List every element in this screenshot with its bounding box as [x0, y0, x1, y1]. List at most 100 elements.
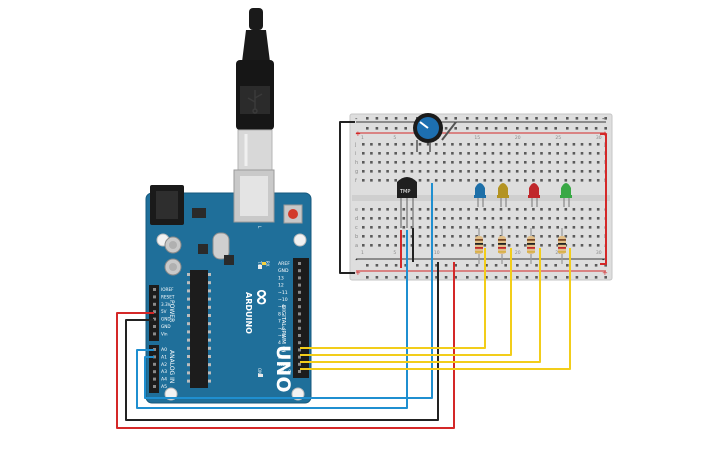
wire-gnd[interactable] [125, 262, 439, 421]
terminal-hole [418, 208, 422, 211]
terminal-hole [394, 235, 397, 238]
power-pin[interactable] [153, 310, 156, 314]
wire-5v[interactable] [116, 262, 455, 429]
digital-pin[interactable] [298, 298, 301, 301]
wire-led-blue[interactable] [300, 248, 486, 349]
digital-pin[interactable] [298, 362, 301, 366]
digital-pin[interactable] [298, 269, 301, 273]
terminal-hole [532, 235, 535, 238]
power-pin[interactable] [153, 332, 156, 336]
digital-pin[interactable] [298, 319, 301, 323]
power-pin-label: RESET [161, 294, 175, 299]
resistor[interactable] [498, 228, 506, 264]
wire-led-yellow[interactable] [300, 248, 512, 356]
terminal-hole [410, 208, 414, 211]
row-letter: a [355, 243, 358, 249]
digital-pin[interactable] [298, 312, 301, 316]
digital-pin-label: GND [278, 268, 289, 274]
row-letter: f [355, 178, 357, 184]
leds [474, 183, 572, 207]
power-pin[interactable] [153, 325, 156, 328]
power-pin-label: 3.3V [161, 302, 171, 307]
analog-pin[interactable] [153, 362, 156, 366]
terminal-hole [499, 226, 503, 229]
digital-pin[interactable] [298, 290, 301, 294]
wire-gnd-rail-link[interactable] [339, 121, 355, 274]
chip-pin [187, 297, 190, 301]
terminal-hole [540, 143, 543, 146]
terminal-hole [402, 217, 406, 220]
chip-pin [208, 289, 211, 293]
terminal-hole [483, 226, 487, 229]
wire-a1[interactable] [144, 183, 433, 399]
rail-hole [566, 276, 569, 279]
rail-hole [375, 117, 379, 120]
digital-pin-label: 13 [278, 275, 284, 281]
terminal-hole [548, 235, 551, 238]
tx-led-label: TX [257, 260, 262, 266]
terminal-hole [459, 208, 462, 211]
resistor[interactable] [475, 228, 483, 264]
rail-hole [466, 117, 469, 120]
terminal-hole [370, 161, 373, 164]
digital-pin[interactable] [298, 305, 301, 309]
terminal-hole [378, 217, 381, 220]
led[interactable] [497, 183, 509, 207]
wire-led-red[interactable] [300, 248, 541, 363]
terminal-hole [524, 143, 527, 146]
digital-pin[interactable] [298, 341, 301, 345]
power-pin[interactable] [153, 302, 156, 306]
digital-pin[interactable] [298, 370, 301, 373]
analog-pin[interactable] [153, 370, 156, 374]
terminal-hole [434, 143, 438, 146]
reset-button[interactable] [288, 209, 298, 219]
rail-hole [425, 276, 429, 279]
resistor[interactable] [527, 228, 535, 264]
column-number: 25 [555, 250, 561, 256]
potentiometer[interactable] [413, 113, 457, 152]
wire-led-green[interactable] [300, 248, 571, 370]
terminal-hole [475, 217, 478, 220]
terminal-hole [410, 217, 414, 220]
terminal-hole [410, 161, 414, 164]
temperature-sensor[interactable]: TMP [397, 177, 417, 228]
power-pin[interactable] [153, 317, 156, 321]
analog-pin[interactable] [153, 348, 156, 351]
analog-pin[interactable] [153, 377, 156, 381]
digital-pin[interactable] [298, 326, 301, 330]
terminal-hole [475, 161, 478, 164]
l-led-label: L [257, 226, 262, 229]
digital-pin[interactable] [298, 348, 301, 352]
row-letter: g [355, 169, 358, 175]
terminal-hole [386, 179, 389, 182]
rail-hole [575, 117, 579, 120]
digital-pin-label: 7 [278, 319, 281, 325]
terminal-hole [491, 170, 495, 173]
rail-hole [544, 264, 548, 267]
digital-pin[interactable] [298, 283, 301, 287]
resistor[interactable] [558, 228, 566, 264]
power-pin[interactable] [153, 288, 156, 291]
terminal-hole [556, 152, 559, 155]
digital-pin[interactable] [298, 276, 301, 280]
terminal-hole [548, 244, 551, 247]
digital-pin[interactable] [298, 355, 301, 359]
terminal-hole [580, 179, 584, 182]
terminal-hole [596, 217, 600, 220]
analog-pin[interactable] [153, 385, 156, 388]
terminal-hole [434, 161, 438, 164]
usb-icon [247, 90, 263, 114]
power-pin[interactable] [153, 295, 156, 299]
led[interactable] [528, 183, 540, 207]
led[interactable] [560, 183, 572, 207]
led[interactable] [474, 183, 486, 207]
analog-pin[interactable] [153, 355, 156, 359]
digital-pin-label: ~10 [278, 297, 288, 303]
digital-pin[interactable] [298, 334, 301, 337]
digital-pin[interactable] [298, 262, 301, 265]
terminal-hole [402, 244, 406, 247]
terminal-hole [426, 235, 430, 238]
rail-hole [375, 127, 379, 130]
chip-pin [208, 273, 211, 276]
wire-5v-rail-link[interactable] [600, 133, 607, 265]
